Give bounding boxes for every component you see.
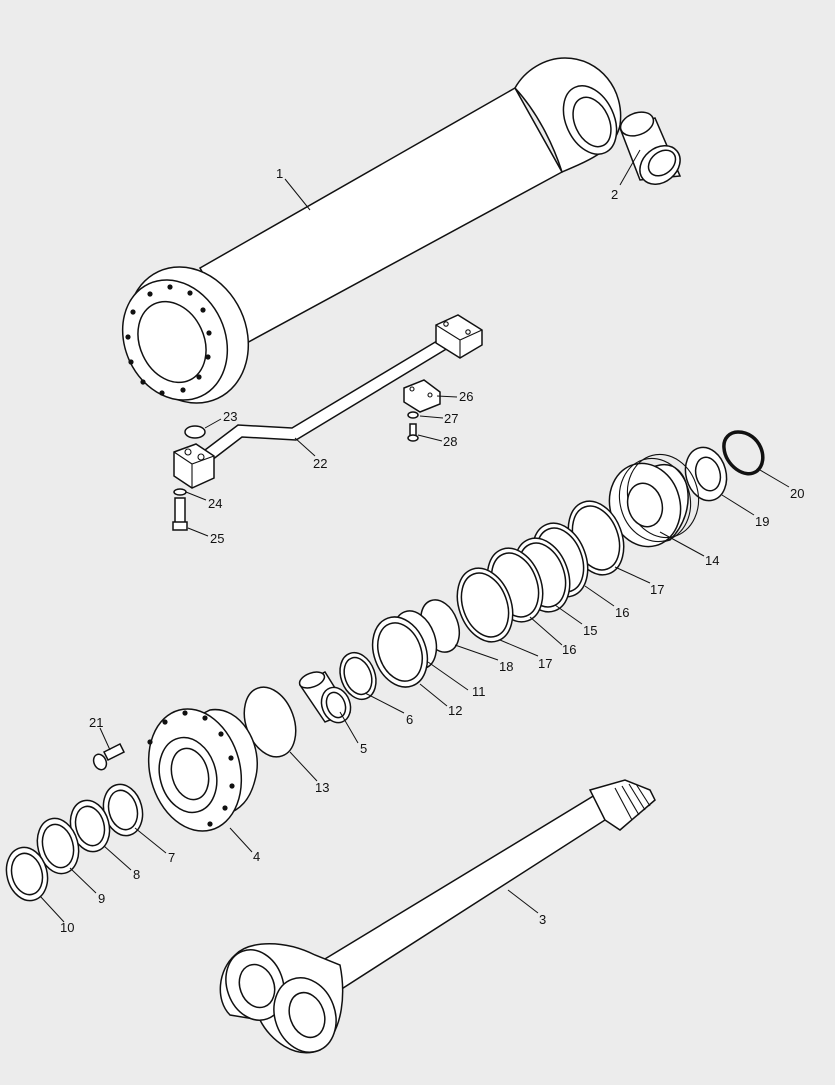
callout-6: 6 <box>406 712 413 727</box>
callout-28: 28 <box>443 434 457 449</box>
part-10-ring <box>5 846 49 902</box>
part-28-screw <box>407 423 419 442</box>
part-8-ring <box>69 799 111 853</box>
callout-14: 14 <box>705 553 719 568</box>
callout-26: 26 <box>459 389 473 404</box>
part-14-piston <box>608 453 700 548</box>
callout-24: 24 <box>208 496 222 511</box>
callout-7: 7 <box>168 850 175 865</box>
part-4-gland <box>147 708 258 832</box>
callout-11: 11 <box>472 684 486 699</box>
callout-17b: 17 <box>538 656 552 671</box>
callout-19: 19 <box>755 514 769 529</box>
callout-1: 1 <box>276 166 283 181</box>
callout-8: 8 <box>133 867 140 882</box>
callout-13: 13 <box>315 780 329 795</box>
part-7-ring <box>102 783 144 837</box>
part-5-bushing <box>298 671 352 724</box>
part-9-ring <box>36 817 80 875</box>
callout-17a: 17 <box>650 582 664 597</box>
callout-5: 5 <box>360 741 367 756</box>
callout-23: 23 <box>223 409 237 424</box>
callout-12: 12 <box>448 703 462 718</box>
part-6-ring <box>339 651 377 701</box>
part-22-pipe <box>173 314 483 489</box>
callout-3: 3 <box>539 912 546 927</box>
callout-25: 25 <box>210 531 224 546</box>
part-2-bushing <box>619 111 682 185</box>
part-21-screw <box>92 742 126 771</box>
part-25-bolt <box>172 497 188 531</box>
callout-2: 2 <box>611 187 618 202</box>
leader-lines <box>39 149 790 923</box>
part-24-washer <box>173 488 187 496</box>
part-19-nut <box>684 446 728 502</box>
part-1-cylinder-tube <box>121 57 622 404</box>
callout-22: 22 <box>313 456 327 471</box>
callout-18: 18 <box>499 659 513 674</box>
part-23-o-ring <box>184 425 206 439</box>
callout-20: 20 <box>790 486 804 501</box>
callout-10: 10 <box>60 920 74 935</box>
callout-16b: 16 <box>562 642 576 657</box>
part-20-snap-ring <box>722 430 765 476</box>
callout-15: 15 <box>583 623 597 638</box>
part-12-ring <box>371 616 429 688</box>
callout-9: 9 <box>98 891 105 906</box>
callout-labels: 1 2 3 4 5 6 7 8 9 10 11 12 13 14 15 16 1… <box>60 166 804 935</box>
callout-4: 4 <box>253 849 260 864</box>
callout-27: 27 <box>444 411 458 426</box>
callout-16a: 16 <box>615 605 629 620</box>
part-26-clamp <box>403 379 441 413</box>
part-17b-ring <box>456 567 514 643</box>
callout-21: 21 <box>89 715 103 730</box>
part-3-piston-rod <box>219 779 656 1054</box>
part-27-washer <box>407 411 419 419</box>
